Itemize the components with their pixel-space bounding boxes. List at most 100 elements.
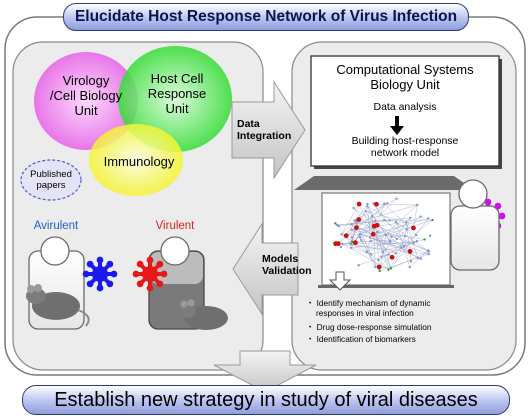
- avirulent-mouse: [26, 284, 90, 327]
- network-node: [339, 245, 343, 249]
- models-validation-line-1: Models: [262, 253, 299, 265]
- network-node: [350, 240, 354, 243]
- network-node: [350, 222, 353, 226]
- models-validation-arrow: [232, 222, 299, 316]
- network-node: [366, 205, 369, 208]
- laptop-screen-bottom: [318, 285, 454, 288]
- host-cell-line-1: Host Cell: [150, 71, 204, 86]
- virus-spike-tip: [132, 270, 140, 278]
- network-edge: [340, 225, 375, 248]
- down-arrow: [213, 350, 317, 393]
- network-node: [378, 269, 381, 273]
- virus-spike-tip: [484, 198, 492, 206]
- network-node: [387, 253, 390, 256]
- network-node: [376, 264, 382, 270]
- network-node: [390, 235, 393, 238]
- models-validation-label: Models Validation: [262, 253, 312, 277]
- network-edge: [370, 254, 389, 270]
- network-edge: [356, 227, 386, 236]
- network-edge: [390, 218, 429, 269]
- network-edge: [367, 206, 407, 230]
- virus-spike-tip: [146, 256, 154, 264]
- network-node: [399, 246, 403, 249]
- network-node: [419, 215, 422, 218]
- virology-line-2: /Cell Biology: [49, 87, 123, 103]
- network-edge: [374, 225, 429, 251]
- models-validation-line-2: Validation: [262, 265, 312, 278]
- network-edge: [375, 220, 392, 269]
- network-node: [350, 246, 353, 249]
- network-node: [369, 239, 373, 243]
- network-node: [343, 233, 349, 239]
- virus-spike-tip: [136, 280, 144, 288]
- network-node: [428, 234, 432, 237]
- virus-spike-tip: [86, 260, 94, 268]
- virus-spike-tip: [82, 270, 90, 278]
- network-graph: [333, 197, 434, 273]
- bullet-3: ・ Identification of biomarkers: [306, 334, 416, 344]
- network-node: [405, 220, 408, 224]
- network-edge: [365, 210, 407, 223]
- virulent-label: Virulent: [155, 220, 195, 232]
- network-edge: [358, 219, 406, 237]
- title-banner: Elucidate Host Response Network of Virus…: [63, 3, 469, 31]
- virus-spike-tip: [136, 260, 144, 268]
- network-edge: [351, 229, 374, 235]
- network-node: [335, 223, 339, 227]
- network-node: [388, 239, 392, 242]
- virology-line-3: Unit: [74, 102, 98, 118]
- network-node: [358, 236, 362, 239]
- virology-line-1: Virology: [62, 73, 110, 88]
- network-node: [395, 197, 398, 200]
- network-node: [365, 250, 368, 254]
- network-node: [423, 238, 426, 241]
- network-node: [334, 222, 337, 225]
- network-node: [427, 252, 430, 256]
- csb-down-arrow: [390, 116, 404, 135]
- network-node: [356, 217, 362, 222]
- bottom-banner: Establish new strategy in study of viral…: [22, 385, 510, 415]
- network-edge: [366, 240, 391, 253]
- network-node: [368, 236, 372, 239]
- network-edge: [379, 253, 429, 272]
- network-edge: [356, 227, 429, 255]
- bullet-2: ・ Drug dose-response simulation: [306, 322, 432, 332]
- network-edge: [384, 203, 417, 236]
- network-node: [414, 233, 418, 237]
- network-edge: [366, 204, 418, 253]
- network-node: [386, 202, 389, 205]
- network-node: [380, 255, 383, 258]
- network-node: [369, 253, 373, 256]
- avirulent-virus-icon: [82, 256, 118, 292]
- network-node: [373, 265, 377, 269]
- csb-data-analysis: Data analysis: [373, 101, 437, 113]
- bullet-1: ・ Identify mechanism of dynamic response…: [306, 298, 431, 318]
- network-node: [382, 219, 386, 222]
- network-node: [394, 252, 398, 255]
- network-node: [366, 202, 369, 206]
- network-edge: [351, 204, 418, 225]
- network-edge: [395, 221, 410, 268]
- network-edge: [376, 204, 418, 206]
- virology-circle: [34, 52, 138, 150]
- published-papers-label: Published papers: [23, 169, 79, 192]
- data-integration-line-1: Data: [237, 118, 260, 130]
- network-node: [412, 241, 415, 245]
- network-node: [403, 245, 406, 248]
- network-edge: [375, 220, 380, 271]
- network-edge: [367, 203, 371, 238]
- network-edge: [413, 204, 418, 229]
- network-node: [352, 240, 358, 246]
- network-edge: [371, 239, 425, 255]
- network-edge: [400, 217, 411, 248]
- network-edge: [350, 220, 376, 245]
- avirulent-label: Avirulent: [33, 220, 79, 232]
- network-node: [349, 242, 353, 246]
- data-integration-label: Data Integration: [237, 118, 291, 142]
- network-node: [389, 267, 393, 270]
- network-node: [426, 249, 430, 252]
- bullet-1-line-1: ・ Identify mechanism of dynamic: [306, 298, 431, 308]
- laptop-base: [294, 176, 474, 190]
